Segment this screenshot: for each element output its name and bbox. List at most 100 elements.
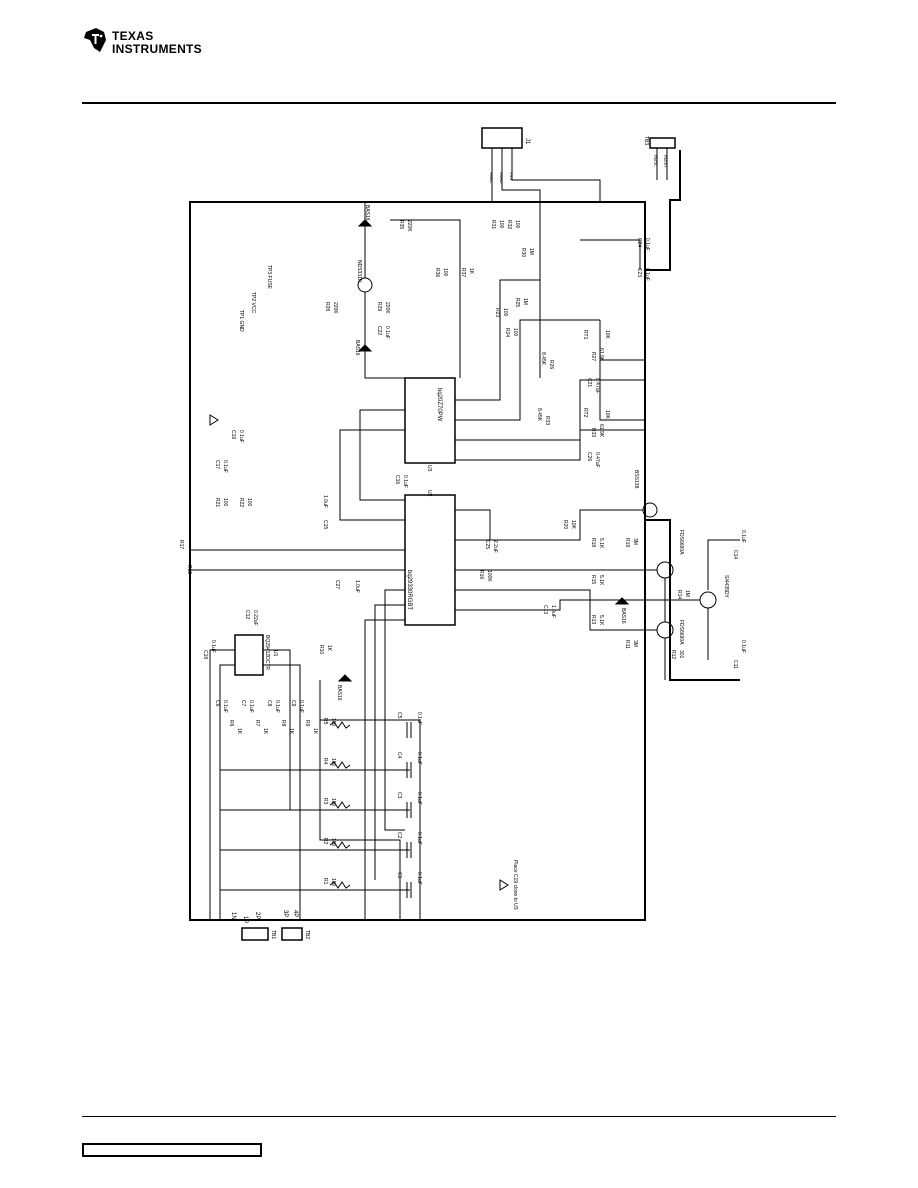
- c21-ref: C21: [586, 378, 592, 387]
- r27-ref: R27: [590, 352, 596, 361]
- r34-ref: R33: [544, 416, 550, 425]
- c24-val: 0.1uF: [644, 238, 650, 251]
- c14-val: 0.1uF: [740, 530, 746, 543]
- d3-diode: BAS16: [614, 597, 630, 624]
- c25-val: 2.2uF: [492, 540, 498, 553]
- r8-val: 1K: [288, 728, 294, 735]
- ti-logo-icon: [84, 28, 106, 52]
- c9-val: 0.1uF: [298, 700, 304, 713]
- r24-ref: R24: [504, 328, 510, 337]
- r10-val: 1K: [326, 645, 332, 652]
- r27-val: 61.9K: [598, 348, 604, 362]
- r26-ref: R26: [548, 360, 554, 369]
- c13-val: 1.0uF: [550, 605, 556, 618]
- r9-val: 1K: [312, 728, 318, 735]
- schematic-diagram: J1 SMBC SMBD VSS TB3 PACK- PACK+ TB1 1N …: [178, 127, 746, 941]
- d6-diode: BAS16: [336, 674, 353, 701]
- r12-ref: R12: [670, 650, 676, 659]
- r24-val: 100: [512, 328, 518, 337]
- d3-part: BAS16: [620, 608, 626, 624]
- tb1-pin-1p: 1P: [242, 916, 248, 923]
- wire-nets: [190, 172, 740, 920]
- r13-val: 5.1K: [598, 615, 604, 626]
- r26-val: 8.45K: [540, 352, 546, 366]
- r20-val: 10K: [570, 520, 576, 530]
- u3-ref: U3: [426, 465, 432, 472]
- r33-val: 61.9K: [598, 424, 604, 438]
- u1-ic: BQ29412DCTR U1: [234, 634, 278, 676]
- r5-ref: R5: [322, 718, 328, 725]
- rt1-val: 10K: [604, 330, 610, 340]
- c24-ref: C24: [636, 238, 642, 247]
- r2-ref: R2: [322, 838, 328, 845]
- logo-line-2: INSTRUMENTS: [112, 42, 202, 56]
- c4-val: 0.1uF: [416, 752, 422, 765]
- r10-ref: R10: [318, 645, 324, 654]
- r15-val: 5.1K: [598, 575, 604, 586]
- u1-ref: U1: [272, 650, 278, 657]
- r23-val: 100: [502, 308, 508, 317]
- r1-val: 100: [330, 878, 336, 887]
- note-triangle-icon: [499, 879, 509, 891]
- r30-ref: R30: [520, 248, 526, 257]
- tp1-label: TP1 GND: [238, 310, 244, 332]
- c8-val: 0.1uF: [274, 700, 280, 713]
- c23-val: 0.1uF: [644, 268, 650, 281]
- r6-val: 1K: [236, 728, 242, 735]
- q2-transistor: SI4435DY: [699, 575, 729, 609]
- r31-ref: R31: [490, 220, 496, 229]
- c26-ref: C26: [586, 452, 592, 461]
- r29-ref: R29: [376, 302, 382, 311]
- r1-ref: R1: [322, 878, 328, 885]
- c5-ref: C5: [396, 712, 402, 719]
- c3-ref: C3: [396, 792, 402, 799]
- tb3-pin-2: PACK+: [663, 155, 668, 169]
- r17-label: R17: [178, 540, 184, 549]
- c18-val: 0.1uF: [210, 640, 216, 653]
- rt2-ref: RT2: [582, 408, 588, 418]
- d4-part: BAS16: [364, 205, 370, 221]
- r28-ref: R28: [324, 302, 330, 311]
- c27-val: 1.0uF: [354, 580, 360, 593]
- c22-val: 0.1uF: [384, 326, 390, 339]
- c2-val: 0.1uF: [416, 832, 422, 845]
- c6-ref: C6: [214, 700, 220, 707]
- c13-ref: C13: [542, 605, 548, 614]
- q4-transistor: NDS331N: [356, 260, 373, 293]
- c9-ref: C9: [290, 700, 296, 707]
- tb3-pin-1: PACK-: [653, 155, 658, 168]
- rt2-val: 10K: [604, 410, 610, 420]
- logo-line-1: TEXAS: [112, 29, 154, 43]
- r36-val: 100: [442, 268, 448, 277]
- c17-val: 0.1uF: [222, 460, 228, 473]
- r18-val: 5.1K: [598, 538, 604, 549]
- r28-val: 220K: [332, 302, 338, 314]
- c22-ref: C22: [376, 326, 382, 335]
- c1-ref: C1: [396, 872, 402, 879]
- r34-val: 8.45K: [536, 408, 542, 422]
- header-rule: [82, 102, 836, 104]
- r25-ref: R25: [514, 298, 520, 307]
- c4-ref: C4: [396, 752, 402, 759]
- r37-ref: R37: [460, 268, 466, 277]
- r12-val: 301: [678, 650, 684, 659]
- r14-val: 1M: [684, 590, 690, 597]
- c5-val: 0.1uF: [416, 712, 422, 725]
- rt1-ref: RT1: [582, 330, 588, 340]
- r37-val: 1K: [468, 268, 474, 275]
- c12-val: 0.22uF: [252, 610, 258, 626]
- r5-val: 100: [330, 718, 336, 727]
- tb2-pin-4p: 4P: [292, 910, 298, 917]
- r2-val: 100: [330, 838, 336, 847]
- r33-ref: R33: [590, 428, 596, 437]
- tb1-connector: TB1 1N 2P 1P: [230, 912, 276, 941]
- c14-ref: C14: [732, 550, 738, 559]
- tp2-label: TP2 VCC: [250, 292, 256, 314]
- tb2-label: TB2: [304, 930, 310, 939]
- r9-ref: R9: [304, 720, 310, 727]
- r21-ref: R21: [214, 498, 220, 507]
- board-notch-2: [645, 150, 681, 271]
- d1-diode: BAS16: [354, 340, 373, 356]
- c23-ref: C23: [636, 268, 642, 277]
- r14-ref: R14: [676, 590, 682, 599]
